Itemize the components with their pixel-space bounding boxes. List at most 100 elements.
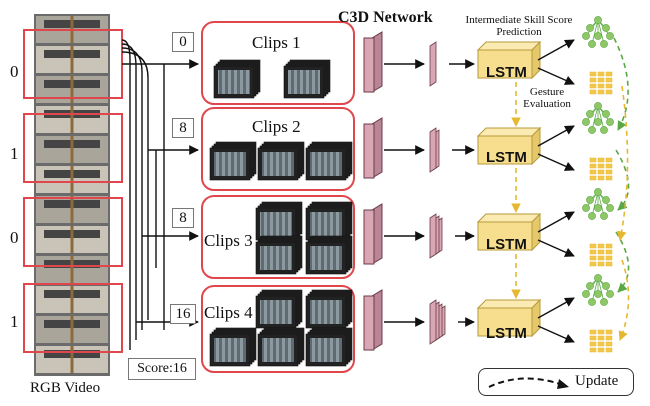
gesture-cell <box>597 255 605 261</box>
gesture-cell <box>605 347 613 353</box>
clip-title-3: Clips 3 <box>204 231 253 250</box>
bracket-line <box>121 51 149 320</box>
gesture-cell <box>597 157 605 163</box>
gesture-cell <box>605 83 613 89</box>
gesture-cell <box>589 77 597 83</box>
clip-thumbnail <box>310 338 342 362</box>
gesture-cell <box>589 175 597 181</box>
gesture-cell <box>605 77 613 83</box>
tree-node <box>586 196 594 204</box>
update-arrow-green <box>615 231 630 293</box>
gesture-cell <box>589 329 597 335</box>
clip-thumbnail <box>310 212 342 236</box>
gesture-cell <box>597 347 605 353</box>
gesture-cell <box>597 77 605 83</box>
clip-thumbnail <box>260 300 292 324</box>
tree-node <box>588 298 596 306</box>
gesture-cell <box>589 83 597 89</box>
gesture-cell <box>605 261 613 267</box>
gesture-cell <box>597 89 605 95</box>
gesture-cell <box>597 261 605 267</box>
tree-node <box>600 126 608 134</box>
clip-index-4: 16 <box>170 304 196 324</box>
feature-map <box>429 213 437 259</box>
lstm-block-3 <box>477 221 533 251</box>
tree-node <box>588 126 596 134</box>
evaluation-trees <box>582 16 614 353</box>
tree-node <box>586 282 594 290</box>
rgb-video-label: RGB Video <box>30 380 101 396</box>
gesture-cell <box>605 157 613 163</box>
tree-node <box>582 204 590 212</box>
tree-edge <box>591 277 599 303</box>
tree-node <box>594 118 602 126</box>
score-box: Score:16 <box>128 358 196 380</box>
lstm-top <box>476 127 542 137</box>
tree-node <box>594 102 602 110</box>
gesture-cell <box>597 329 605 335</box>
update-arrow-green <box>613 37 629 131</box>
lstm-label-3: LSTM <box>486 236 527 253</box>
lstm-label-4: LSTM <box>486 325 527 342</box>
tree-node <box>594 290 602 298</box>
tree-node <box>602 282 610 290</box>
lstm-arrow-down <box>537 153 575 171</box>
tree-node <box>602 24 610 32</box>
tree-node <box>606 32 614 40</box>
gesture-cell <box>589 341 597 347</box>
clip-thumbnail <box>214 152 246 176</box>
tree-edge <box>591 105 599 131</box>
clip-index-2: 8 <box>172 118 194 138</box>
c3d-block-3 <box>363 209 375 265</box>
clip-title-4: Clips 4 <box>204 303 253 322</box>
update-arrow-yellow <box>616 85 629 241</box>
update-arrows <box>613 37 630 341</box>
tree-edge <box>597 105 605 131</box>
gesture-cell <box>589 347 597 353</box>
gesture-cell <box>597 169 605 175</box>
tree-node <box>606 204 614 212</box>
gesture-cell <box>605 341 613 347</box>
gesture-cell <box>589 157 597 163</box>
frame-label-3: 0 <box>10 228 19 247</box>
lstm-top <box>476 41 542 51</box>
bracket-line <box>121 43 137 340</box>
lstm-block-4 <box>477 307 533 337</box>
tree-edge <box>591 191 599 217</box>
lstm-arrow-up <box>537 211 575 233</box>
gesture-cell <box>597 335 605 341</box>
bracket-line <box>121 39 131 350</box>
clip-thumbnail <box>310 246 342 270</box>
clip-title-2: Clips 2 <box>252 117 301 136</box>
gesture-cell <box>589 261 597 267</box>
gesture-evaluation-label: Gesture Evaluation <box>523 86 571 111</box>
c3d-block-2 <box>363 123 375 179</box>
lstm-arrow-down <box>537 325 575 343</box>
feature-map <box>429 127 437 173</box>
feature-map <box>429 41 437 87</box>
gesture-cell <box>605 163 613 169</box>
tree-node <box>600 212 608 220</box>
frame-highlight-3 <box>23 197 123 267</box>
tree-node <box>594 16 602 24</box>
clip-thumbnail <box>310 300 342 324</box>
clip-thumbnail <box>288 70 320 94</box>
c3d-blocks <box>363 31 475 351</box>
clip-thumbnail <box>260 246 292 270</box>
lstm-blocks <box>476 39 575 343</box>
clip-index-1: 0 <box>172 32 194 52</box>
gesture-cell <box>589 243 597 249</box>
clip-thumbnail <box>262 338 294 362</box>
clip-thumbnail <box>260 212 292 236</box>
gesture-cell <box>597 71 605 77</box>
gesture-cell <box>597 341 605 347</box>
lstm-block-2 <box>477 135 533 165</box>
gesture-cell <box>605 249 613 255</box>
gesture-cell <box>597 249 605 255</box>
gesture-cell <box>589 169 597 175</box>
bracket-line <box>121 47 143 330</box>
tree-node <box>588 212 596 220</box>
clip-thumbnail <box>218 70 250 94</box>
lstm-arrow-down <box>537 239 575 257</box>
tree-node <box>582 118 590 126</box>
